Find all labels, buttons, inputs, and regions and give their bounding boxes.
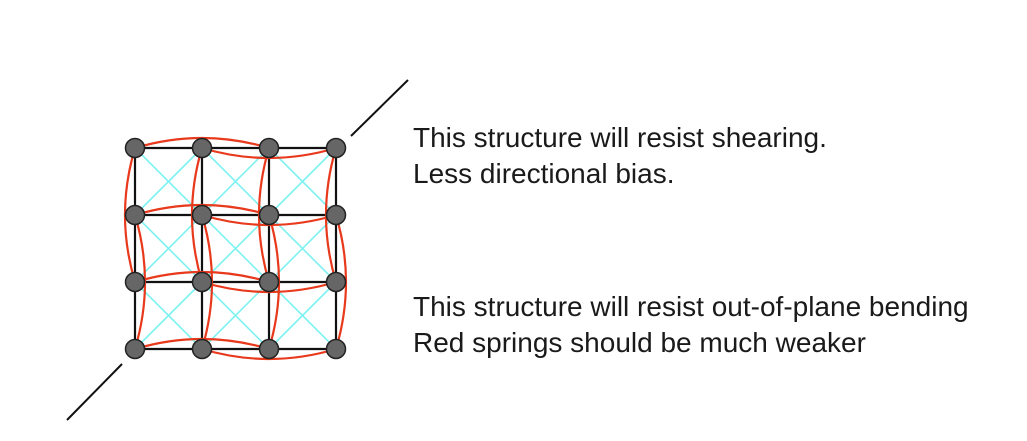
shear-caption-line-1: This structure will resist shearing. xyxy=(413,122,827,153)
mass-node xyxy=(325,204,347,226)
mass-node xyxy=(258,271,280,293)
cut-lines xyxy=(66,79,409,421)
mass-node xyxy=(191,338,213,360)
mass-node xyxy=(325,137,347,159)
mass-node xyxy=(191,137,213,159)
mass-node xyxy=(124,137,146,159)
mass-node xyxy=(258,204,280,226)
mass-node xyxy=(325,338,347,360)
shear-spring xyxy=(134,214,203,283)
bending-caption: This structure will resist out-of-plane … xyxy=(413,289,969,361)
shear-spring xyxy=(134,281,203,350)
mass-nodes xyxy=(124,137,347,360)
mass-node xyxy=(325,271,347,293)
mass-node xyxy=(258,338,280,360)
shear-caption-line-2: Less directional bias. xyxy=(413,158,675,189)
mass-node xyxy=(124,271,146,293)
bending-caption-line-2: Red springs should be much weaker xyxy=(413,327,866,358)
structural-springs xyxy=(133,146,338,351)
mass-node xyxy=(191,204,213,226)
mass-node xyxy=(124,204,146,226)
shear-spring xyxy=(268,147,337,216)
mass-node xyxy=(124,338,146,360)
shear-spring xyxy=(201,281,270,350)
cut-line-bottom xyxy=(66,363,123,421)
bending-caption-line-1: This structure will resist out-of-plane … xyxy=(413,291,969,322)
shear-spring xyxy=(201,214,270,283)
shear-caption: This structure will resist shearing. Les… xyxy=(413,120,827,192)
shear-spring xyxy=(268,214,337,283)
shear-spring xyxy=(201,147,270,216)
mass-node xyxy=(258,137,280,159)
cut-line-top xyxy=(350,79,409,137)
mass-node xyxy=(191,271,213,293)
shear-springs xyxy=(134,147,337,350)
shear-spring xyxy=(134,147,203,216)
shear-spring xyxy=(268,281,337,350)
